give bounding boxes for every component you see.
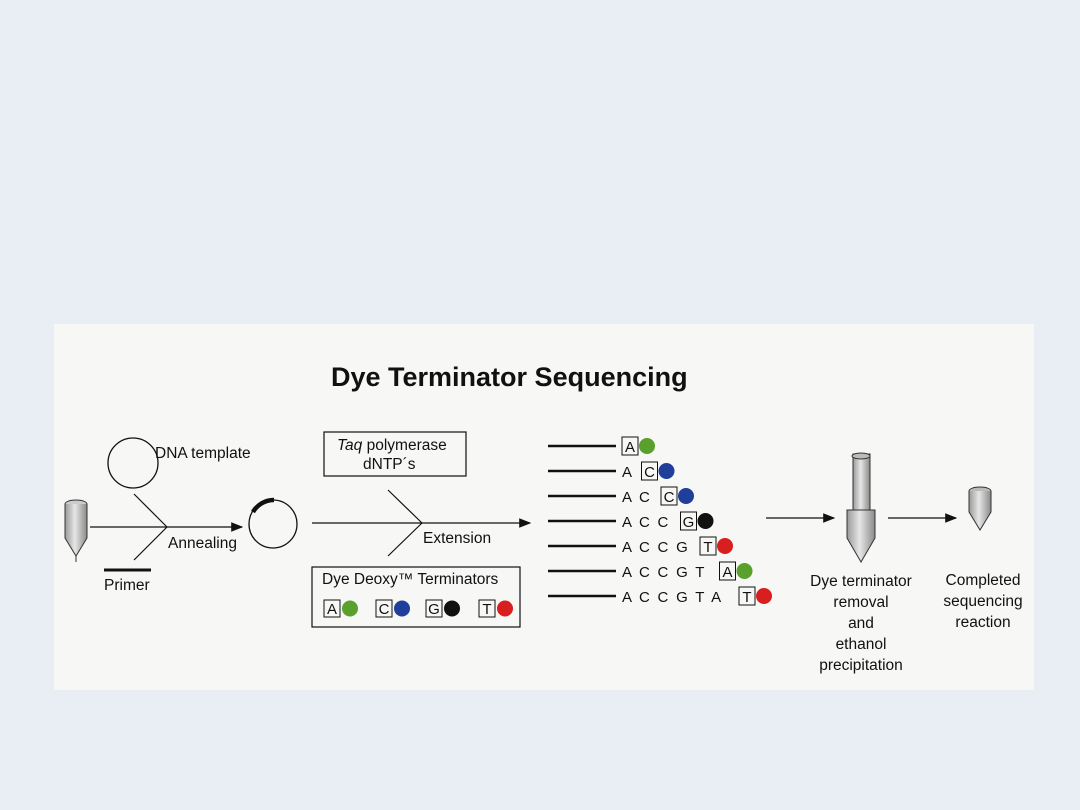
removal-line: and <box>848 615 874 632</box>
completed-line: sequencing <box>943 593 1022 610</box>
annealed-primer-arc <box>251 497 275 514</box>
terminal-base: G <box>683 514 695 531</box>
terminal-base: C <box>664 489 675 506</box>
base-letter: C <box>379 601 390 618</box>
terminator-c: C <box>375 599 410 618</box>
fragment-sequence: A C C <box>622 514 670 531</box>
dye-dot <box>678 488 694 504</box>
terminal-base-box <box>641 461 658 481</box>
terminal-base: C <box>644 464 655 481</box>
fragment-row: A <box>548 436 655 456</box>
completed-tube-icon <box>968 486 992 531</box>
terminal-base: A <box>625 439 635 456</box>
dye-dot <box>658 463 675 479</box>
removal-line: ethanol <box>836 636 887 653</box>
terminal-base: T <box>703 539 712 556</box>
removal-line: precipitation <box>819 657 903 674</box>
base-box <box>478 599 496 618</box>
fragment-sequence: A C C G T <box>622 564 706 581</box>
fragment-sequence: A C C G T A <box>622 589 723 606</box>
dye-dot <box>717 538 733 554</box>
dye-dot <box>736 563 753 579</box>
completed-line: Completed <box>946 572 1021 589</box>
extension-arrow <box>312 489 532 557</box>
terminal-base-box <box>680 511 697 531</box>
removal-label: Dye terminator removal and ethanol precipita… <box>810 573 912 674</box>
terminator-g: G <box>425 599 460 618</box>
fragment-sequence: A <box>622 464 634 481</box>
removal-line: removal <box>833 594 888 611</box>
removal-line: Dye terminator <box>810 573 912 590</box>
dye-dot <box>697 513 714 529</box>
dye-dot <box>394 600 410 617</box>
fragment-sequence: A C <box>622 489 652 506</box>
completed-line: reaction <box>955 614 1010 631</box>
annealing-arrow <box>90 493 244 561</box>
dna-template-label: DNA template <box>155 445 251 462</box>
terminal-base-box <box>660 486 678 506</box>
terminal-base-box <box>719 561 736 581</box>
dye-dot <box>444 600 460 617</box>
terminal-base-box <box>699 536 717 556</box>
annealing-label: Annealing <box>168 535 237 552</box>
primer-label: Primer <box>104 577 150 594</box>
sample-tube-icon <box>64 499 88 562</box>
fragment-sequence: A C C G <box>622 539 690 556</box>
terminators-box <box>311 566 521 628</box>
dye-dot <box>342 600 358 617</box>
base-box <box>323 599 341 618</box>
base-letter: G <box>428 601 440 618</box>
terminal-base: A <box>722 564 732 581</box>
base-letter: T <box>482 601 491 618</box>
slide-image-panel: Dye Terminator Sequencing DNA template A… <box>54 324 1034 690</box>
taq-label: Taq polymerase <box>337 437 447 454</box>
dye-dot <box>756 588 772 604</box>
terminal-base-box <box>621 436 639 456</box>
taq-box <box>323 431 467 477</box>
terminal-base-box <box>738 586 756 606</box>
extension-label: Extension <box>423 530 491 547</box>
base-box <box>375 599 393 618</box>
dntps-label: dNTP´s <box>363 456 416 473</box>
base-letter: A <box>327 601 337 618</box>
column-tube-icon <box>846 452 876 563</box>
terminator-a: A <box>323 599 358 618</box>
dye-terminator-diagram: Dye Terminator Sequencing DNA template A… <box>64 362 1023 674</box>
terminator-t: T <box>478 599 513 618</box>
dye-dot <box>497 600 513 617</box>
base-box <box>425 599 443 618</box>
diagram-title: Dye Terminator Sequencing <box>331 362 688 392</box>
terminators-label: Dye Deoxy™ Terminators <box>322 571 499 588</box>
dna-template-circle <box>107 437 159 489</box>
terminal-base: T <box>742 589 751 606</box>
completed-label: Completed sequencing reaction <box>943 572 1022 631</box>
dye-dot <box>639 438 655 454</box>
